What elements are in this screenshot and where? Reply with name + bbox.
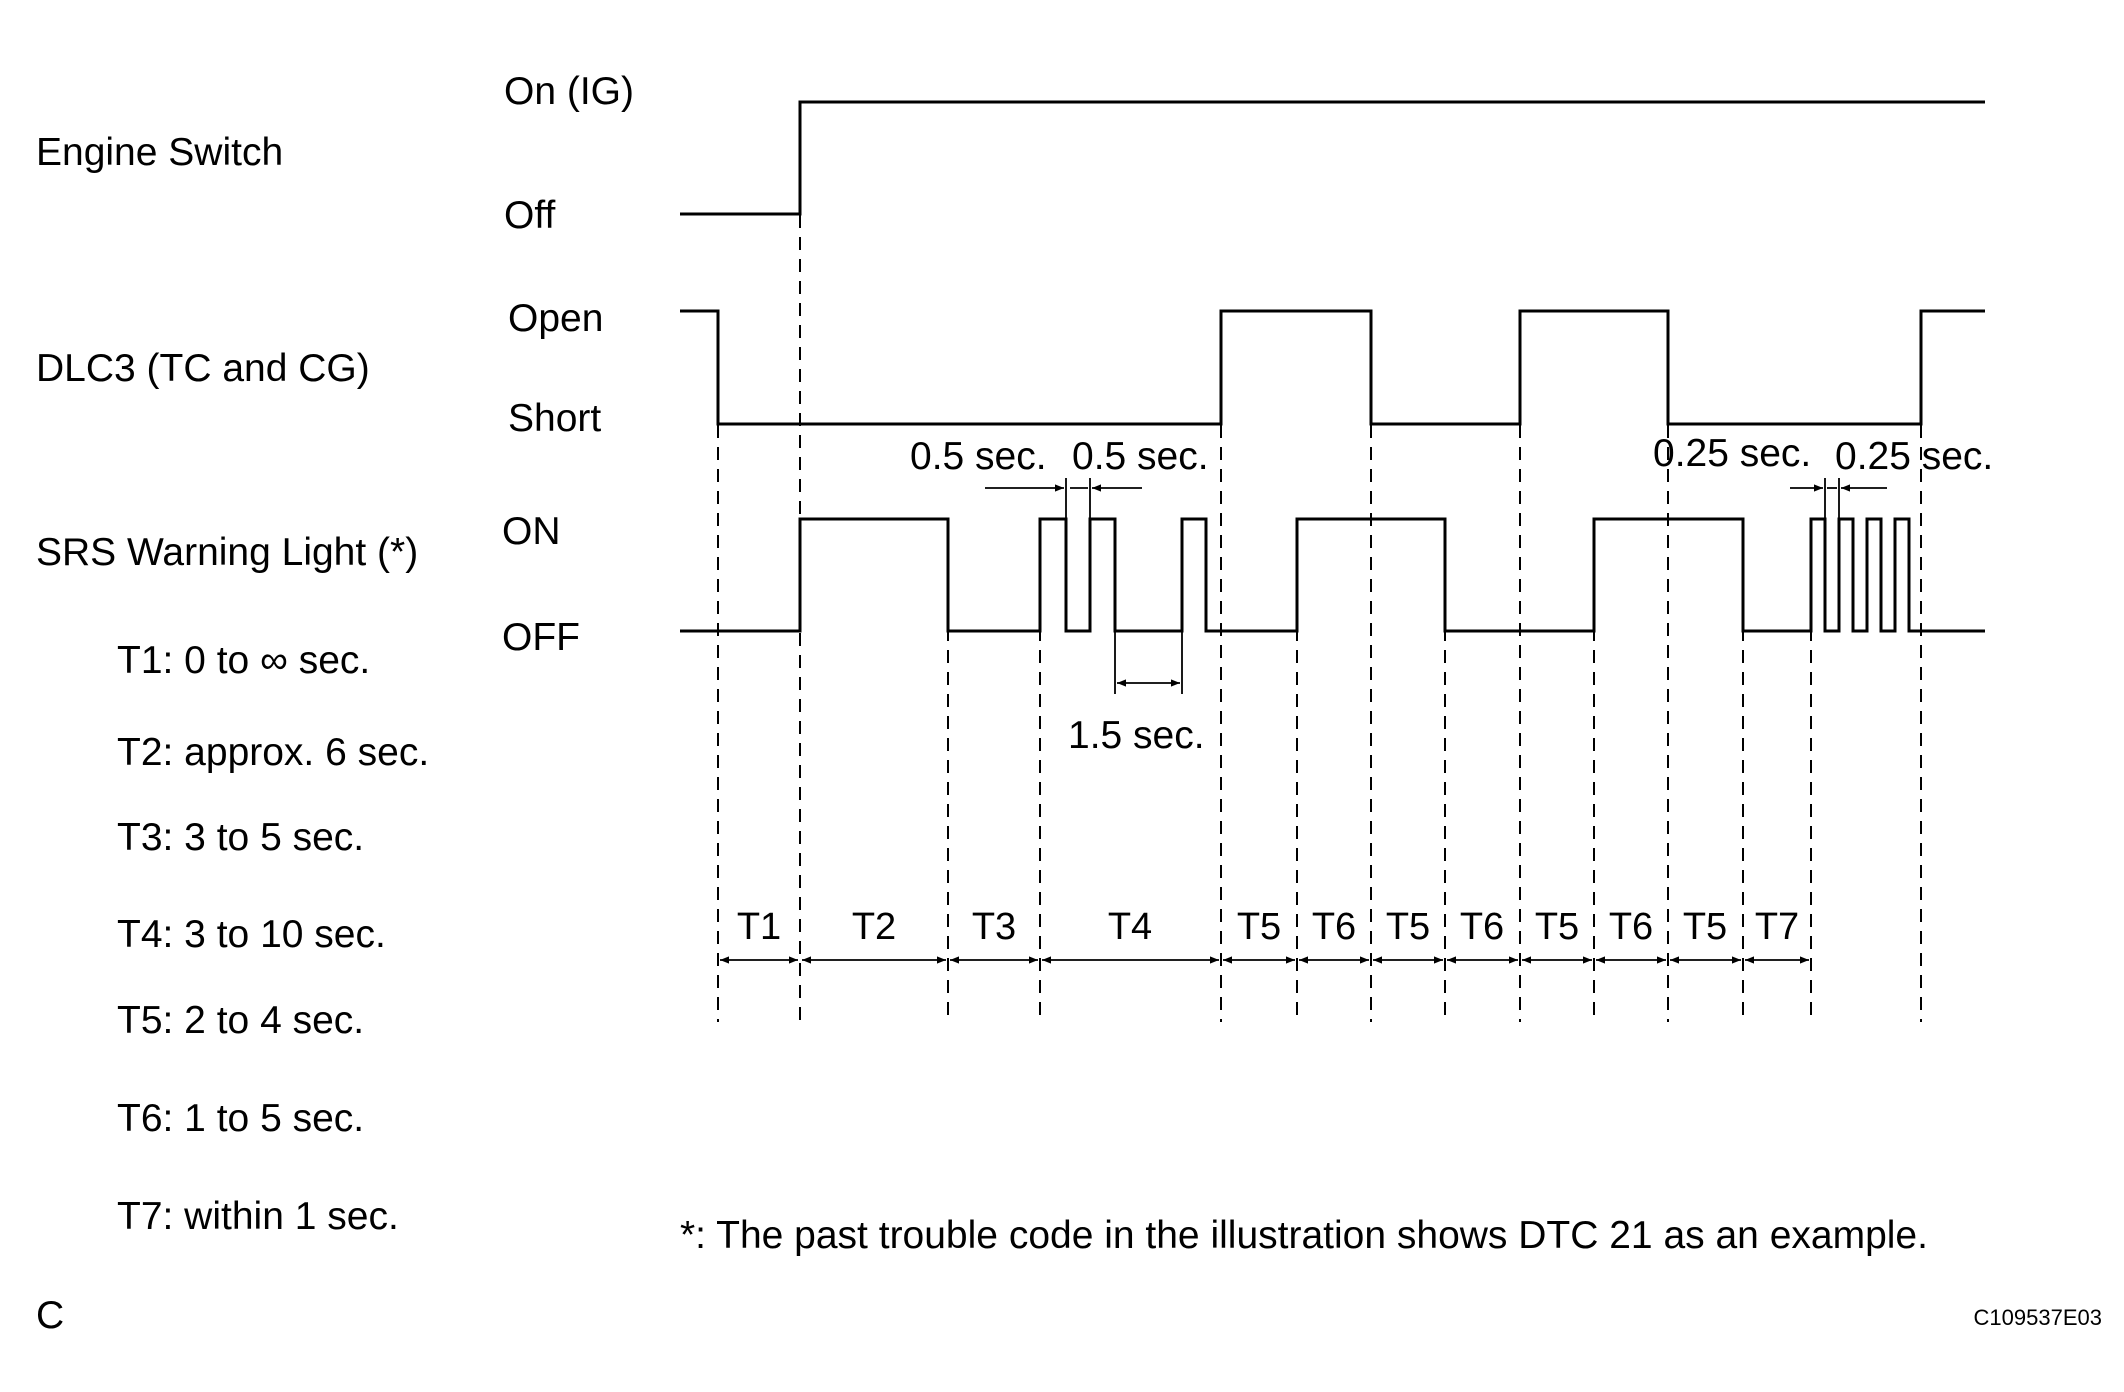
segment-label: T4 bbox=[1108, 906, 1152, 948]
legend-item: T3: 3 to 5 sec. bbox=[117, 816, 364, 859]
blink-off-duration: 0.5 sec. bbox=[1072, 435, 1209, 478]
segment-label: T6 bbox=[1460, 906, 1504, 948]
figure-reference: C109537E03 bbox=[1974, 1305, 2102, 1330]
footnote: *: The past trouble code in the illustra… bbox=[680, 1214, 1928, 1257]
segment-label: T6 bbox=[1609, 906, 1653, 948]
engine-switch-waveform bbox=[680, 100, 1985, 216]
segment-label: T5 bbox=[1237, 906, 1281, 948]
legend-item: T2: approx. 6 sec. bbox=[117, 731, 429, 774]
srs-warning-light-label: SRS Warning Light (*) bbox=[36, 531, 418, 574]
segment-label: T6 bbox=[1312, 906, 1356, 948]
srs-high-label: ON bbox=[502, 510, 561, 553]
segment-label: T3 bbox=[972, 906, 1016, 948]
pause-dimension: 1.5 sec. bbox=[1068, 631, 1205, 757]
blink-dimension: 0.5 sec. 0.5 sec. bbox=[910, 435, 1209, 519]
legend-item: T7: within 1 sec. bbox=[117, 1195, 399, 1238]
dlc3-waveform bbox=[680, 309, 1985, 426]
legend-item: T6: 1 to 5 sec. bbox=[117, 1097, 364, 1140]
segment-labels: T1 T2 T3 T4 T5 T6 T5 T6 T5 T6 T5 T7 bbox=[737, 906, 1799, 948]
fast-off-duration: 0.25 sec. bbox=[1835, 435, 1993, 478]
segment-label: T5 bbox=[1386, 906, 1430, 948]
legend-item: T4: 3 to 10 sec. bbox=[117, 913, 386, 956]
segment-label: T7 bbox=[1755, 906, 1799, 948]
dlc3-high-label: Open bbox=[508, 297, 603, 340]
dlc3-low-label: Short bbox=[508, 397, 601, 440]
engine-switch-low-label: Off bbox=[504, 194, 555, 237]
legend-item: T1: 0 to ∞ sec. bbox=[117, 639, 370, 682]
legend: T1: 0 to ∞ sec. T2: approx. 6 sec. T3: 3… bbox=[117, 639, 429, 1238]
engine-switch-label: Engine Switch bbox=[36, 131, 283, 174]
timing-guides bbox=[717, 215, 1922, 1022]
segment-label: T2 bbox=[852, 906, 896, 948]
srs-low-label: OFF bbox=[502, 616, 580, 659]
blink-on-duration: 0.5 sec. bbox=[910, 435, 1047, 478]
fast-blink-dimension: 0.25 sec. 0.25 sec. bbox=[1653, 432, 1993, 519]
segment-label: T1 bbox=[737, 906, 781, 948]
dlc3-label: DLC3 (TC and CG) bbox=[36, 347, 370, 390]
legend-item: T5: 2 to 4 sec. bbox=[117, 999, 364, 1042]
segment-label: T5 bbox=[1683, 906, 1727, 948]
srs-waveform bbox=[680, 517, 1985, 633]
pause-duration: 1.5 sec. bbox=[1068, 714, 1205, 757]
engine-switch-high-label: On (IG) bbox=[504, 70, 634, 113]
segment-label: T5 bbox=[1535, 906, 1579, 948]
corner-mark: C bbox=[36, 1294, 64, 1337]
fast-on-duration: 0.25 sec. bbox=[1653, 432, 1811, 475]
